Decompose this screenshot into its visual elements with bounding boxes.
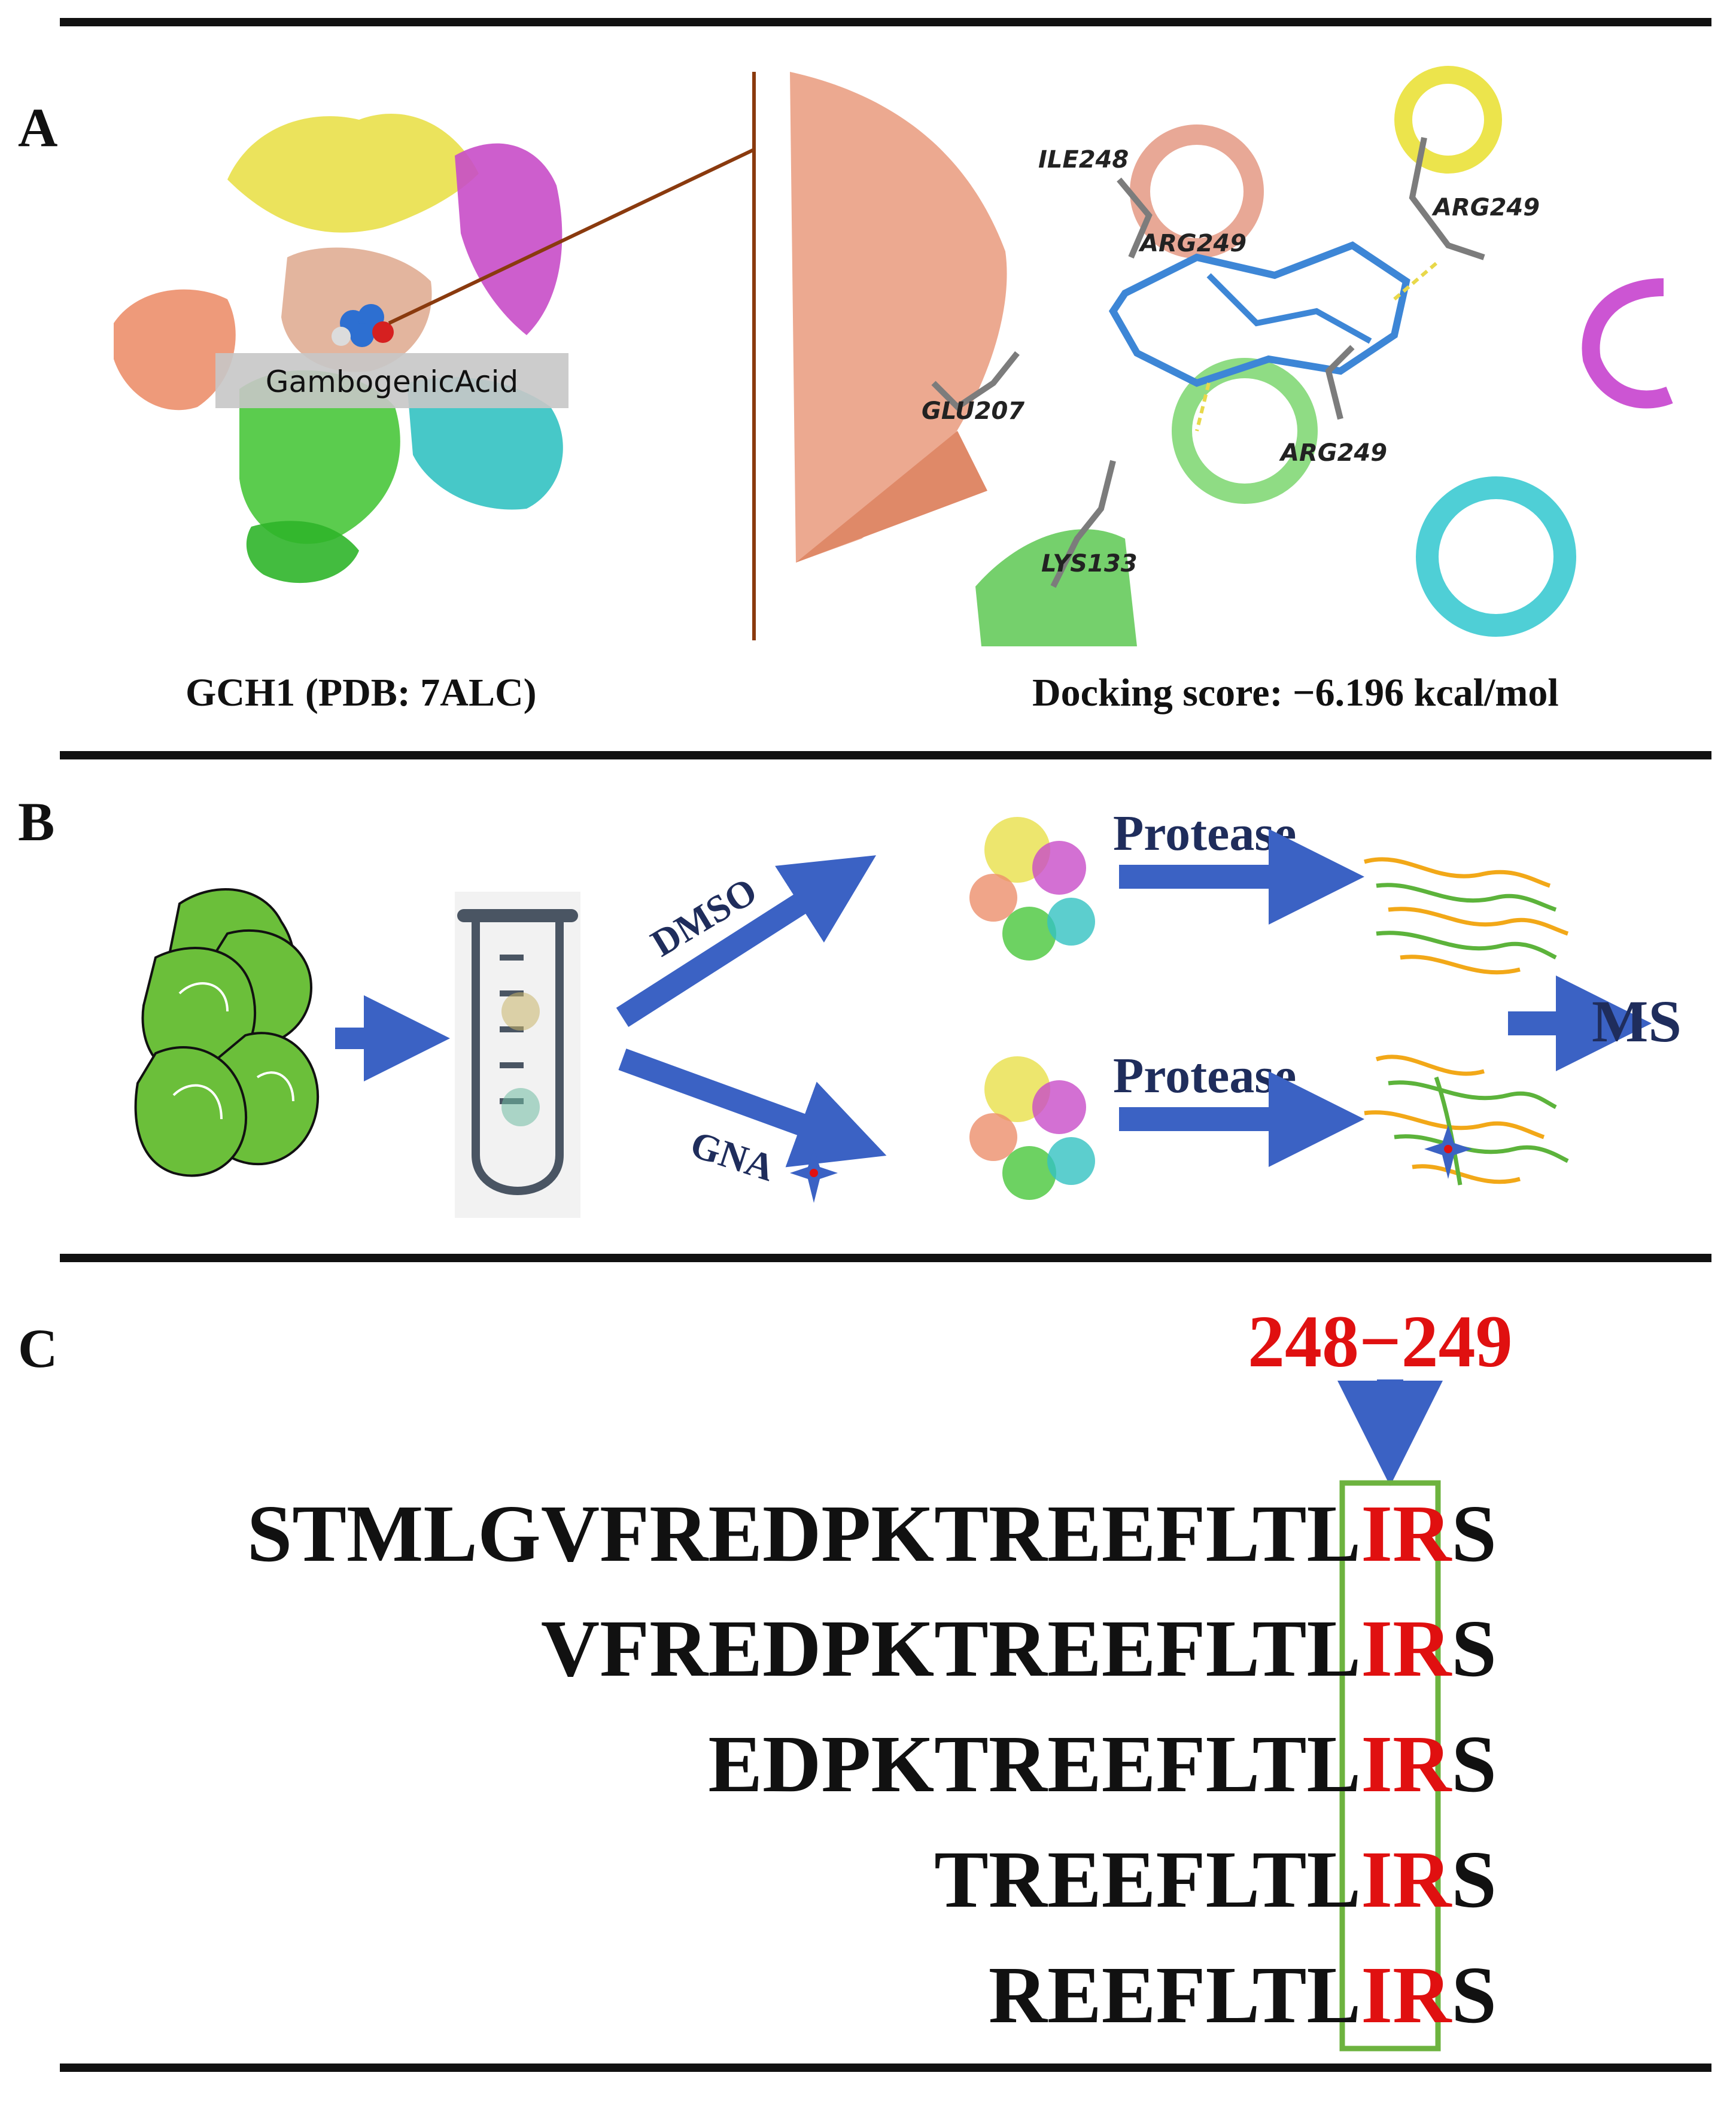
peptide-3-prefix: EDPKTREEFLTL <box>708 1719 1361 1809</box>
peptide-5-prefix: REEFLTL <box>988 1950 1361 2040</box>
peptide-row-2: VFREDPKTREEFLTLIRS <box>541 1608 1497 1689</box>
protein-mini-top <box>969 817 1095 961</box>
protease-label-top: Protease <box>1113 806 1296 861</box>
residue-label-glu207: GLU207 <box>922 397 1024 425</box>
residue-label-arg249-upper-right: ARG249 <box>1431 194 1540 221</box>
peptide-5-site: IR <box>1361 1950 1452 2040</box>
peptide-4-prefix: TREEFLTL <box>934 1835 1361 1925</box>
peptide-row-4: TREEFLTLIRS <box>934 1839 1497 1920</box>
peptide-row-5: REEFLTLIRS <box>989 1955 1497 2036</box>
cells-cluster <box>134 888 320 1177</box>
protein-structure-overview: GambogenicAcid <box>114 114 755 584</box>
protease-label-bottom: Protease <box>1113 1048 1296 1104</box>
site-label: 248−249 <box>1248 1300 1513 1382</box>
rule-bc <box>60 1254 1711 1262</box>
rule-top <box>60 18 1711 26</box>
peptide-2-suffix: S <box>1451 1604 1497 1694</box>
panel-label-a: A <box>18 97 58 158</box>
protein-mini-bottom <box>969 1056 1095 1200</box>
docking-score-caption: Docking score: −6.196 kcal/mol <box>1032 671 1559 715</box>
rule-ab <box>60 751 1711 759</box>
panel-label-c: C <box>18 1318 58 1379</box>
peptide-1-site: IR <box>1361 1489 1452 1579</box>
peptide-4-suffix: S <box>1451 1835 1497 1925</box>
ligand-label-box <box>215 353 568 408</box>
peptide-row-1: STMLGVFREDPKTREEFLTLIRS <box>247 1493 1497 1575</box>
peptide-1-suffix: S <box>1451 1489 1497 1579</box>
peptide-row-3: EDPKTREEFLTLIRS <box>708 1724 1497 1805</box>
binding-site-closeup: ILE248 ARG249 ARG249 GLU207 ARG249 LYS13… <box>790 66 1673 646</box>
ligand-spheres <box>332 304 394 347</box>
protein-caption: GCH1 (PDB: 7ALC) <box>186 671 537 715</box>
test-tube <box>455 892 580 1218</box>
residue-label-arg249-lower: ARG249 <box>1279 439 1387 467</box>
residue-label-arg249-upper-left: ARG249 <box>1138 230 1246 257</box>
ligand-label: GambogenicAcid <box>266 364 518 399</box>
peptide-fragments-top <box>1364 857 1569 975</box>
site-highlight-box <box>1339 1480 1441 2052</box>
residue-label-ile248: ILE248 <box>1038 146 1129 174</box>
gna-label: GNA <box>686 1123 780 1189</box>
panel-label-b: B <box>18 791 55 852</box>
zoom-pointer-line <box>388 148 755 325</box>
peptide-2-site: IR <box>1361 1604 1452 1694</box>
peptide-fragments-bottom <box>1364 1054 1569 1186</box>
peptide-4-site: IR <box>1361 1835 1452 1925</box>
rule-bottom <box>60 2064 1711 2072</box>
peptide-5-suffix: S <box>1451 1950 1497 2040</box>
peptide-3-site: IR <box>1361 1719 1452 1809</box>
peptide-1-prefix: STMLGVFREDPKTREEFLTL <box>247 1489 1361 1579</box>
peptide-3-suffix: S <box>1451 1719 1497 1809</box>
ms-label: MS <box>1592 988 1682 1054</box>
panel-a-graphic: GambogenicAcid ILE248 ARG249 <box>114 66 1673 646</box>
residue-label-lys133: LYS133 <box>1041 550 1138 578</box>
peptide-2-prefix: VFREDPKTREEFLTL <box>540 1604 1361 1694</box>
